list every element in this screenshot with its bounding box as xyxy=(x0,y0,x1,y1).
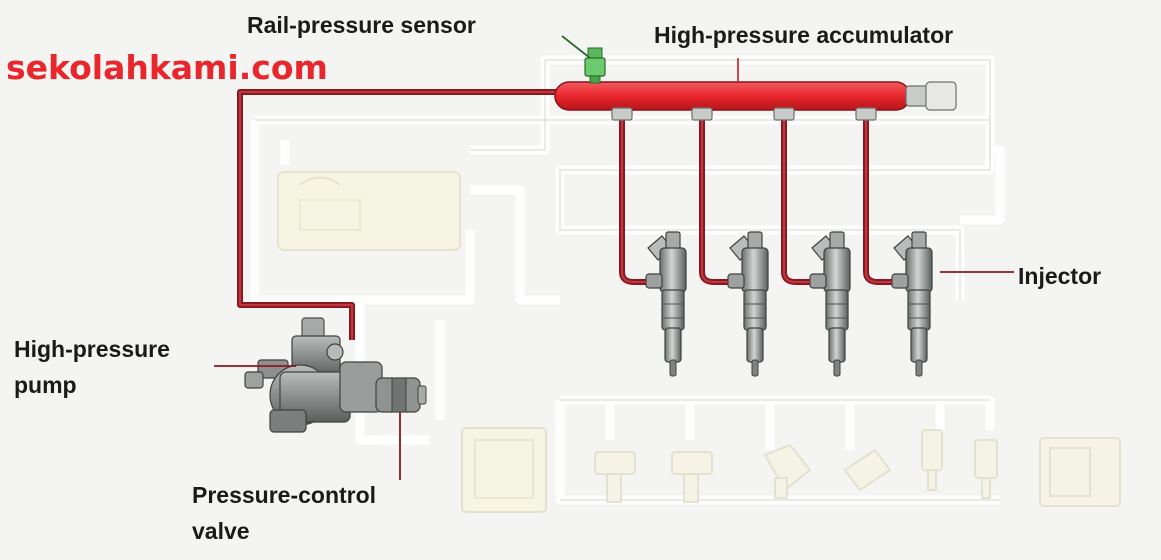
high-pressure-accumulator xyxy=(554,81,957,121)
injector-icon xyxy=(891,231,933,377)
label-pressure-control-valve-2: valve xyxy=(192,518,250,544)
injector-lines xyxy=(619,120,894,285)
injector-icon xyxy=(645,231,687,377)
label-injector: Injector xyxy=(1018,263,1102,289)
label-pressure-control-valve-1: Pressure-control xyxy=(192,482,377,508)
rail-pressure-sensor-icon xyxy=(584,47,606,84)
leader-lines xyxy=(214,35,1014,480)
injector-icon xyxy=(809,231,851,377)
injector-icon xyxy=(727,231,769,377)
label-high-pressure-accumulator: High-pressure accumulator xyxy=(654,22,954,48)
label-high-pressure-pump-1: High-pressure xyxy=(14,336,170,362)
fuel-tank-icon xyxy=(277,171,461,251)
watermark: sekolahkami.com xyxy=(6,48,328,87)
ecu-icon xyxy=(461,427,547,513)
sensor-icons xyxy=(594,429,1121,507)
pump-icon xyxy=(244,317,383,433)
pressure-control-valve-icon xyxy=(375,377,427,413)
injectors xyxy=(645,231,933,377)
high-pressure-line xyxy=(237,89,565,340)
label-rail-pressure-sensor: Rail-pressure sensor xyxy=(247,12,476,38)
label-high-pressure-pump-2: pump xyxy=(14,372,77,398)
